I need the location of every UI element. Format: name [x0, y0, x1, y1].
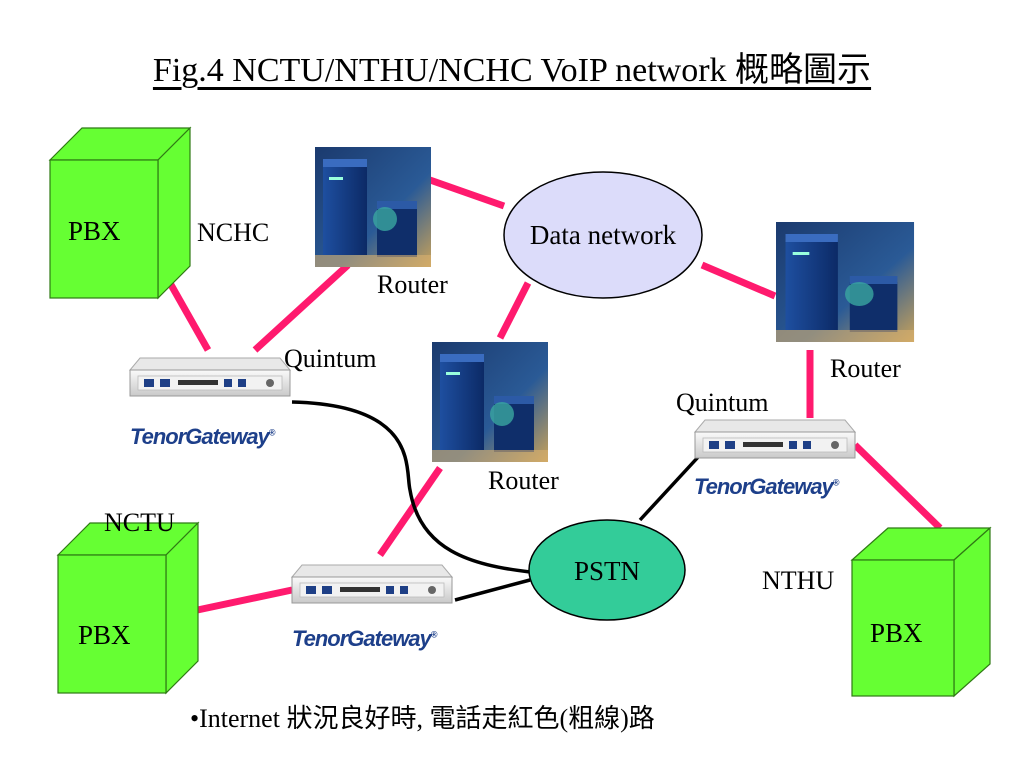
- pbx-nthu-label: PBX: [870, 618, 923, 648]
- link-nctu-gateway-pstn: [454, 578, 531, 602]
- router-nthu-label: Router: [830, 354, 901, 383]
- link-nthu-gateway-pbx: [852, 442, 943, 531]
- pbx-nchc-label: PBX: [68, 216, 121, 246]
- router-nchc-label: Router: [377, 270, 448, 299]
- data-network-cloud: [503, 171, 703, 299]
- pstn-label: PSTN: [573, 556, 641, 586]
- footer-note: •Internet 狀況良好時, 電話走紅色(粗線)路: [190, 704, 655, 733]
- link-nchc-pbx-gateway: [166, 281, 212, 352]
- link-nchc-router-datanet: [428, 176, 506, 210]
- link-pstn-nthu-gateway: [638, 453, 702, 522]
- gateway-nthu: [694, 419, 856, 459]
- site-label-nthu: NTHU: [762, 566, 835, 595]
- pstn-cloud: [528, 519, 686, 621]
- site-label-nctu: NCTU: [104, 508, 175, 537]
- link-nchc-gateway-pstn: [291, 400, 531, 574]
- tenor-logo-nctu: TenorGateway®: [292, 626, 437, 651]
- red-links: [166, 176, 943, 616]
- pbx-nchc: [49, 127, 191, 299]
- gateway-nchc: [129, 357, 291, 397]
- pbx-nctu: [57, 522, 199, 694]
- router-nctu-label: Router: [488, 466, 559, 495]
- link-nctu-router-gateway: [377, 466, 443, 557]
- pbx-nthu: [850, 526, 992, 698]
- tenor-logo-nchc: TenorGateway®: [130, 424, 275, 449]
- gateway-nctu: [291, 564, 453, 604]
- quintum-nthu-label: Quintum: [676, 388, 769, 417]
- link-nctu-pbx-gateway: [187, 586, 293, 616]
- tenor-logo-nthu: TenorGateway®: [694, 474, 839, 499]
- router-nthu: [776, 222, 915, 342]
- site-label-nchc: NCHC: [197, 218, 270, 247]
- link-datanet-nctu-router: [496, 281, 532, 340]
- page-title: Fig.4 NCTU/NTHU/NCHC VoIP network 概略圖示: [152, 52, 872, 89]
- router-nctu: [432, 342, 548, 462]
- quintum-nchc-label: Quintum: [284, 344, 377, 373]
- black-links: [291, 400, 702, 602]
- router-nchc: [315, 147, 431, 267]
- data-network-label: Data network: [529, 220, 677, 250]
- link-datanet-nthu-router: [700, 261, 777, 300]
- link-nchc-gateway-router: [252, 262, 351, 353]
- pbx-nctu-label: PBX: [78, 620, 131, 650]
